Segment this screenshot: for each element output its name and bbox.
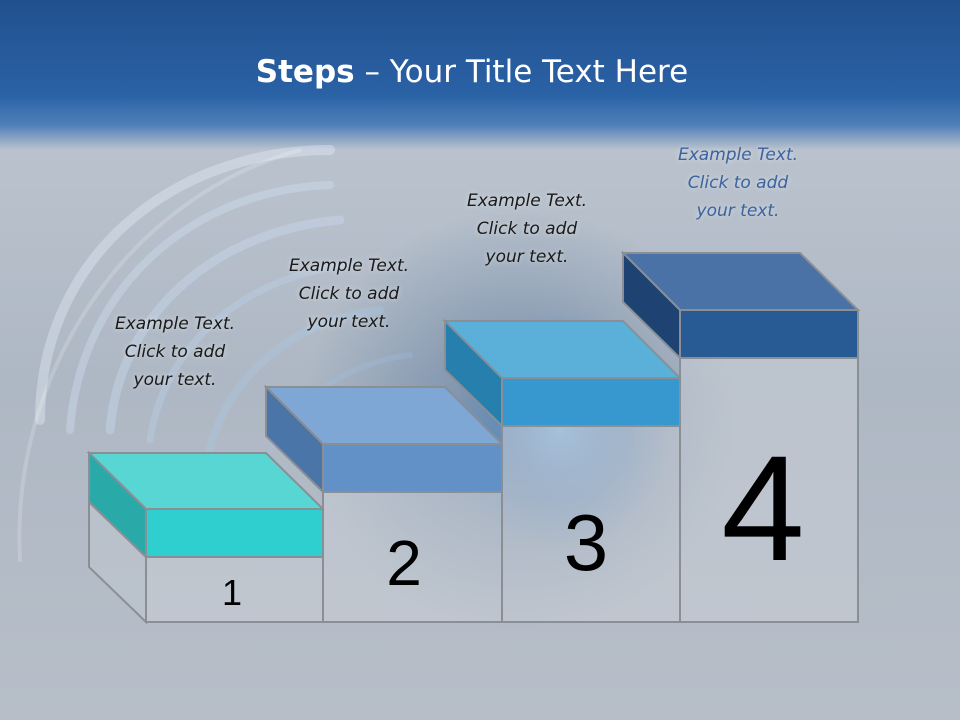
step-4: 4 [620,250,861,623]
step-3-number: 3 [564,498,609,587]
step-4-caption[interactable]: Example Text. Click to add your text. [638,141,838,225]
caption-line: Example Text. [466,191,588,211]
step-1-number: 1 [222,572,242,613]
caption-line: Click to add [124,342,226,362]
step-2: 2 [263,384,505,623]
caption-line: Example Text. [677,145,799,165]
caption-line: Example Text. [288,256,410,276]
step-4-body [679,357,859,623]
step-2-front [322,443,503,493]
caption-line: Click to add [476,219,578,239]
caption-line: Example Text. [114,314,236,334]
caption-line: Click to add [298,284,400,304]
step-2-number: 2 [386,527,422,599]
caption-line: your text. [485,247,569,267]
caption-line: Click to add [687,173,789,193]
step-2-caption[interactable]: Example Text. Click to add your text. [249,252,449,336]
slide-title[interactable]: Steps – Your Title Text Here [0,54,944,90]
step-1-front [145,508,324,558]
caption-line: your text. [133,370,217,390]
title-bold: Steps [255,54,355,90]
step-1: 1 [86,450,326,625]
header-band [0,0,960,150]
step-3-front [501,377,681,427]
step-4-number: 4 [721,424,804,592]
title-rest: – Your Title Text Here [354,54,689,90]
step-3-caption[interactable]: Example Text. Click to add your text. [427,187,627,271]
step-2-body [322,491,503,623]
step-1-caption[interactable]: Example Text. Click to add your text. [75,310,275,394]
step-3: 3 [442,318,683,623]
caption-line: your text. [307,312,391,332]
step-4-front [679,309,859,359]
caption-line: your text. [696,201,780,221]
